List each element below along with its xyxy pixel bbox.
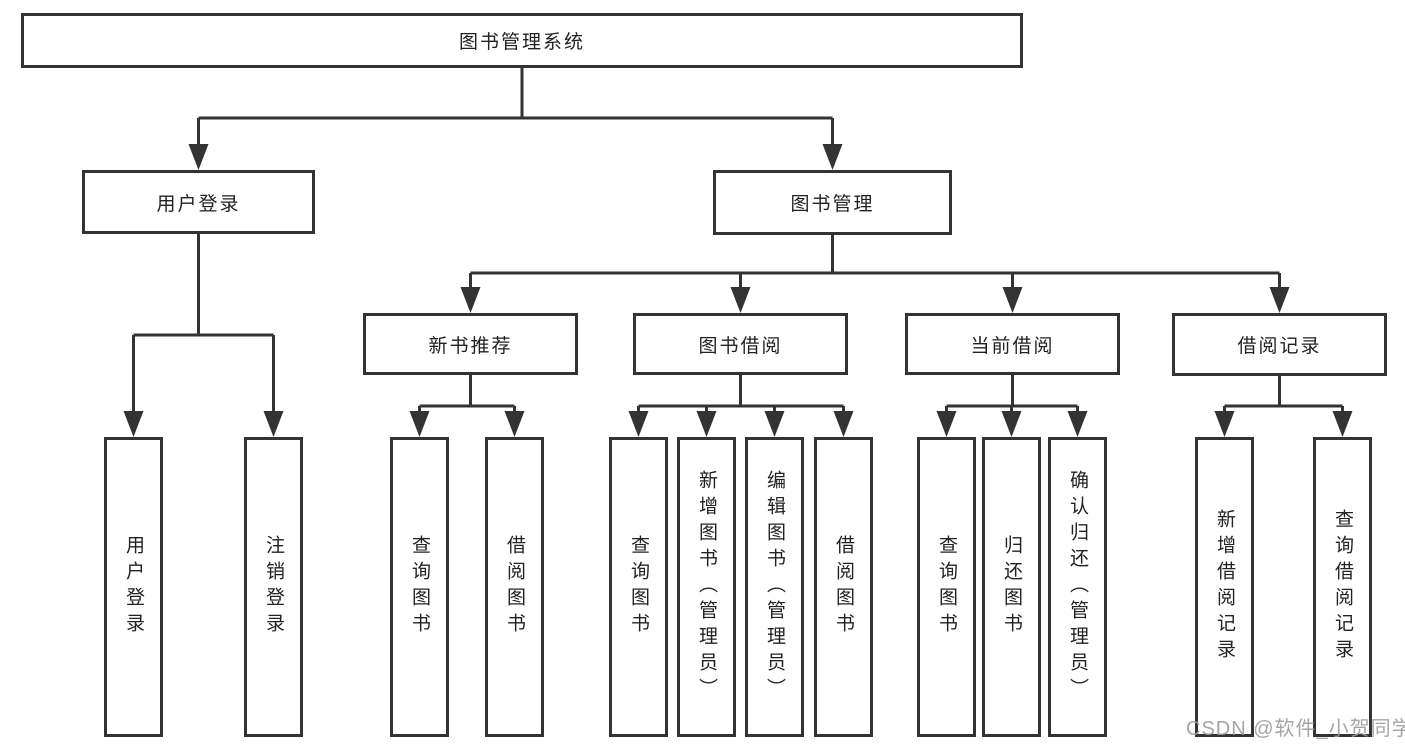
leaf-user-login: 用户登录 (104, 437, 163, 737)
node-label: 新增图书（管理员） (696, 470, 717, 704)
node-borrowing-records: 借阅记录 (1172, 313, 1387, 376)
leaf-borrow-books-1: 借阅图书 (485, 437, 544, 737)
arrowhead-icon (936, 411, 957, 437)
node-label: 借阅图书 (833, 535, 854, 639)
arrowhead-icon (409, 411, 430, 437)
arrowhead-icon (628, 411, 649, 437)
node-label: 注销登录 (263, 535, 284, 639)
arrowhead-icon (764, 411, 785, 437)
connector-new-book-recommend (418, 375, 516, 433)
node-label: 查询图书 (936, 535, 957, 639)
node-label: 借阅记录 (1237, 336, 1322, 357)
arrowhead-icon (460, 287, 481, 313)
node-label: 查询借阅记录 (1332, 509, 1353, 665)
arrowhead-icon (730, 287, 751, 313)
connector-user-login (132, 234, 275, 433)
leaf-query-books-2: 查询图书 (609, 437, 668, 737)
arrowhead-icon (833, 411, 854, 437)
arrowhead-icon (1067, 411, 1088, 437)
node-label: 图书管理系统 (458, 32, 585, 53)
leaf-borrow-books-2: 借阅图书 (814, 437, 873, 737)
node-label: 新增借阅记录 (1214, 509, 1235, 665)
node-label: 图书借阅 (698, 335, 783, 357)
node-label: 当前借阅 (970, 335, 1055, 357)
arrowhead-icon (1002, 287, 1023, 313)
arrowhead-icon (822, 144, 843, 170)
node-label: 编辑图书（管理员） (764, 470, 785, 704)
leaf-query-books-3: 查询图书 (917, 437, 976, 737)
connector-book-management (469, 235, 1281, 309)
arrowhead-icon (696, 411, 717, 437)
node-book-borrowing: 图书借阅 (633, 313, 848, 375)
leaf-query-borrow-record: 查询借阅记录 (1313, 437, 1372, 737)
csdn-watermark: CSDN @软件_小贺同学 (1186, 718, 1405, 740)
arrowhead-icon (263, 411, 284, 437)
leaf-return-books: 归还图书 (982, 437, 1041, 737)
node-label: 用户登录 (123, 535, 144, 639)
leaf-add-borrow-record: 新增借阅记录 (1195, 437, 1254, 737)
arrowhead-icon (1001, 411, 1022, 437)
leaf-logout: 注销登录 (244, 437, 303, 737)
node-label: 归还图书 (1001, 535, 1022, 639)
node-library-management-system: 图书管理系统 (21, 13, 1023, 68)
node-label: 用户登录 (156, 193, 241, 215)
node-book-management: 图书管理 (713, 170, 952, 235)
leaf-confirm-return-admin: 确认归还（管理员） (1048, 437, 1107, 737)
arrowhead-icon (1214, 411, 1235, 437)
node-label: 图书管理 (790, 194, 875, 215)
arrowhead-icon (504, 411, 525, 437)
arrowhead-icon (1269, 287, 1290, 313)
node-label: 借阅图书 (504, 535, 525, 639)
node-label: 查询图书 (628, 535, 649, 639)
connector-root (197, 68, 834, 166)
connector-borrowing-records (1223, 376, 1344, 433)
leaf-add-book-admin: 新增图书（管理员） (677, 437, 736, 737)
node-label: 确认归还（管理员） (1067, 470, 1088, 704)
node-label: 新书推荐 (428, 335, 513, 357)
node-user-login-group: 用户登录 (82, 170, 315, 234)
arrowhead-icon (123, 411, 144, 437)
arrowhead-icon (188, 144, 209, 170)
connector-book-borrowing (637, 375, 845, 433)
node-label: 查询图书 (409, 535, 430, 639)
node-current-borrowing: 当前借阅 (905, 313, 1120, 375)
arrowhead-icon (1332, 411, 1353, 437)
leaf-edit-book-admin: 编辑图书（管理员） (745, 437, 804, 737)
node-new-book-recommend: 新书推荐 (363, 313, 578, 375)
arrowheads (123, 144, 1353, 437)
leaf-query-books-1: 查询图书 (390, 437, 449, 737)
